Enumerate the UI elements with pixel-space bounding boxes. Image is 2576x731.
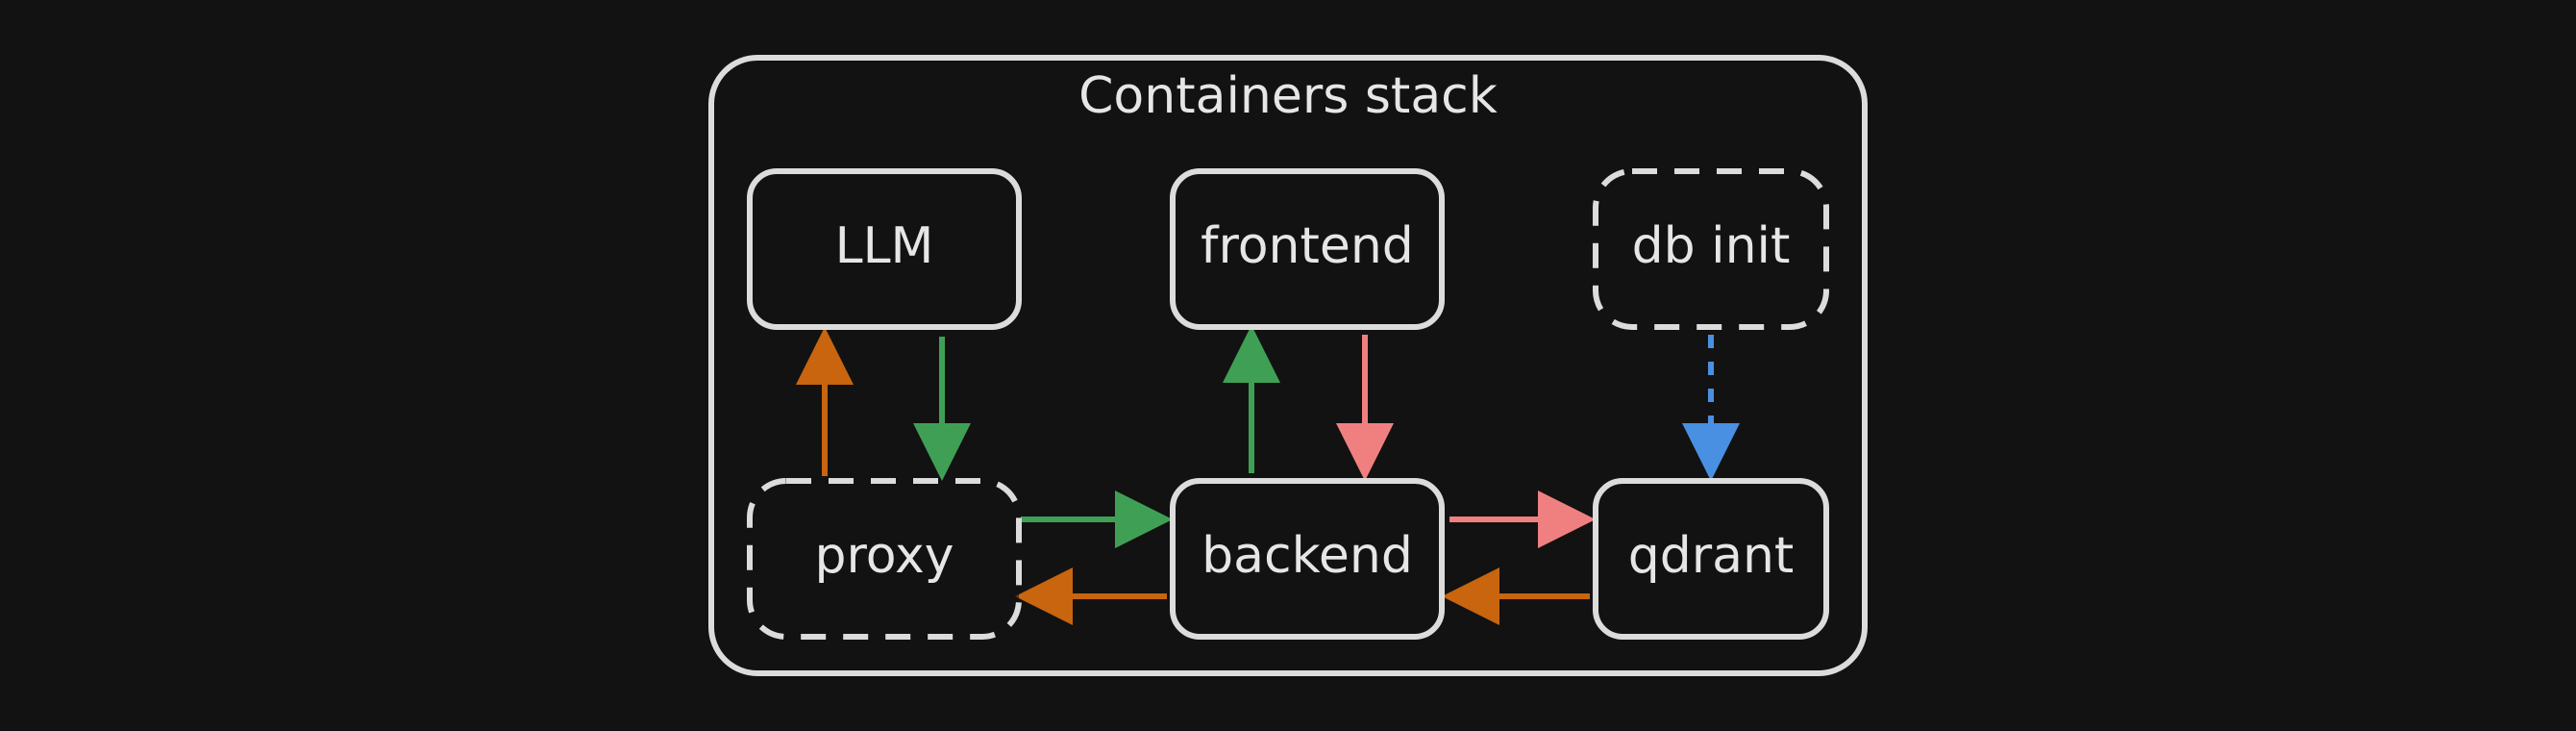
- node-proxy: proxy: [747, 478, 1022, 640]
- node-frontend: frontend: [1170, 168, 1445, 330]
- node-llm: LLM: [747, 168, 1022, 330]
- node-qdrant-label: qdrant: [1628, 527, 1795, 585]
- node-backend-label: backend: [1201, 527, 1413, 585]
- stack-title: Containers stack: [1078, 67, 1498, 125]
- node-qdrant: qdrant: [1593, 478, 1829, 640]
- node-db-init: db init: [1593, 168, 1829, 330]
- node-proxy-label: proxy: [814, 527, 954, 585]
- node-llm-label: LLM: [835, 217, 934, 275]
- node-frontend-label: frontend: [1201, 217, 1414, 275]
- node-backend: backend: [1170, 478, 1445, 640]
- containers-stack-frame: [708, 55, 1868, 676]
- node-db-init-label: db init: [1632, 217, 1791, 275]
